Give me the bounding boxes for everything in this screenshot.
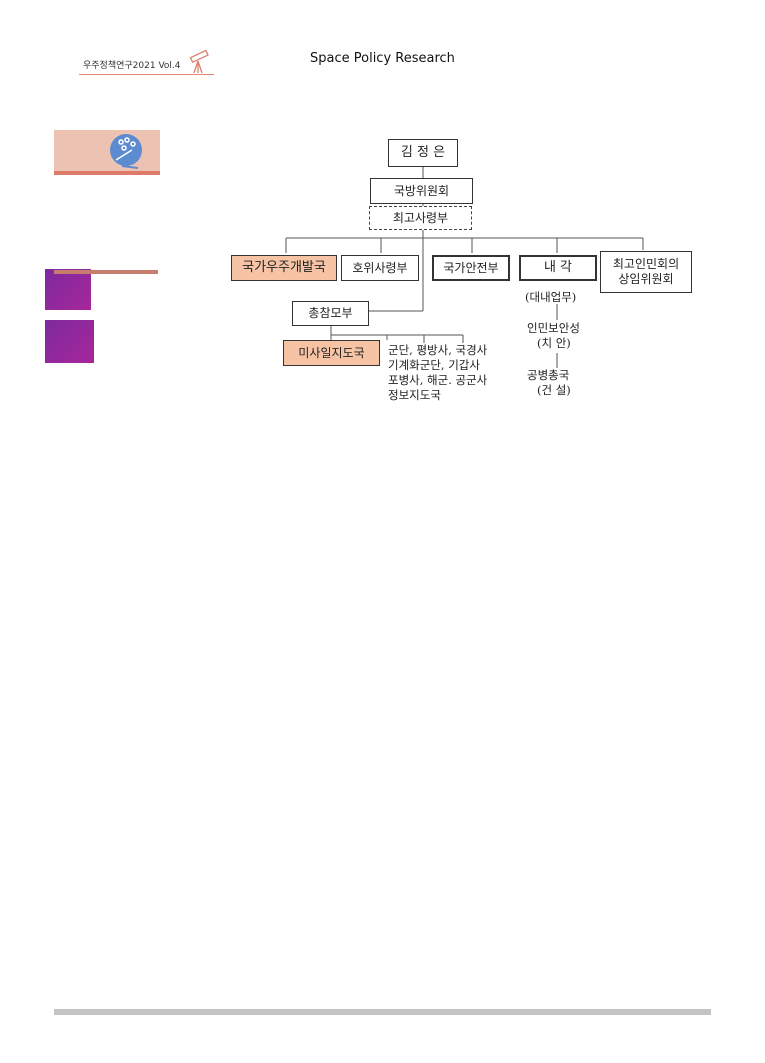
engineer-bureau-duty: (건 설) <box>537 383 571 397</box>
nada-box: 국가우주개발국 <box>231 255 337 281</box>
corps-line-3: 포병사, 해군. 공군사 <box>388 373 488 387</box>
general-staff-box: 총참모부 <box>292 301 369 326</box>
cabinet-box: 내 각 <box>519 255 597 281</box>
salmon-bar <box>54 270 158 274</box>
people-security-duty: (치 안) <box>537 336 571 350</box>
purple-block-top <box>45 269 91 310</box>
corps-line-4: 정보지도국 <box>388 388 441 402</box>
org-chart-connectors <box>285 166 644 368</box>
purple-block-bottom <box>45 320 94 363</box>
cabinet-duty-label: (대내업무) <box>525 290 577 304</box>
spa-line-2: 상임위원회 <box>618 272 674 286</box>
missile-guidance-box: 미사일지도국 <box>283 340 380 366</box>
site-title: Space Policy Research <box>310 51 455 66</box>
corps-line-2: 기계화군단, 기갑사 <box>388 358 480 372</box>
guard-command-box: 호위사령부 <box>341 255 419 281</box>
journal-name: 우주정책연구2021 Vol.4 <box>83 61 181 71</box>
telescope-icon <box>189 49 209 74</box>
people-security-label: 인민보안성 <box>527 321 580 335</box>
commission-box: 국방위원회 <box>370 178 473 204</box>
spa-standing-box: 최고인민회의 상임위원회 <box>600 251 692 293</box>
supreme-command-box: 최고사령부 <box>369 206 472 230</box>
section-badge-underline <box>54 171 160 175</box>
satellite-icon <box>110 134 142 169</box>
leader-box: 김 정 은 <box>388 139 458 167</box>
engineer-bureau-label: 공병총국 <box>527 368 570 382</box>
section-badge <box>54 130 160 172</box>
journal-underline <box>79 74 214 75</box>
state-security-box: 국가안전부 <box>432 255 510 281</box>
footer-bar <box>54 1009 711 1015</box>
corps-line-1: 군단, 평방사, 국경사 <box>388 343 488 357</box>
spa-line-1: 최고인민회의 <box>612 257 680 271</box>
